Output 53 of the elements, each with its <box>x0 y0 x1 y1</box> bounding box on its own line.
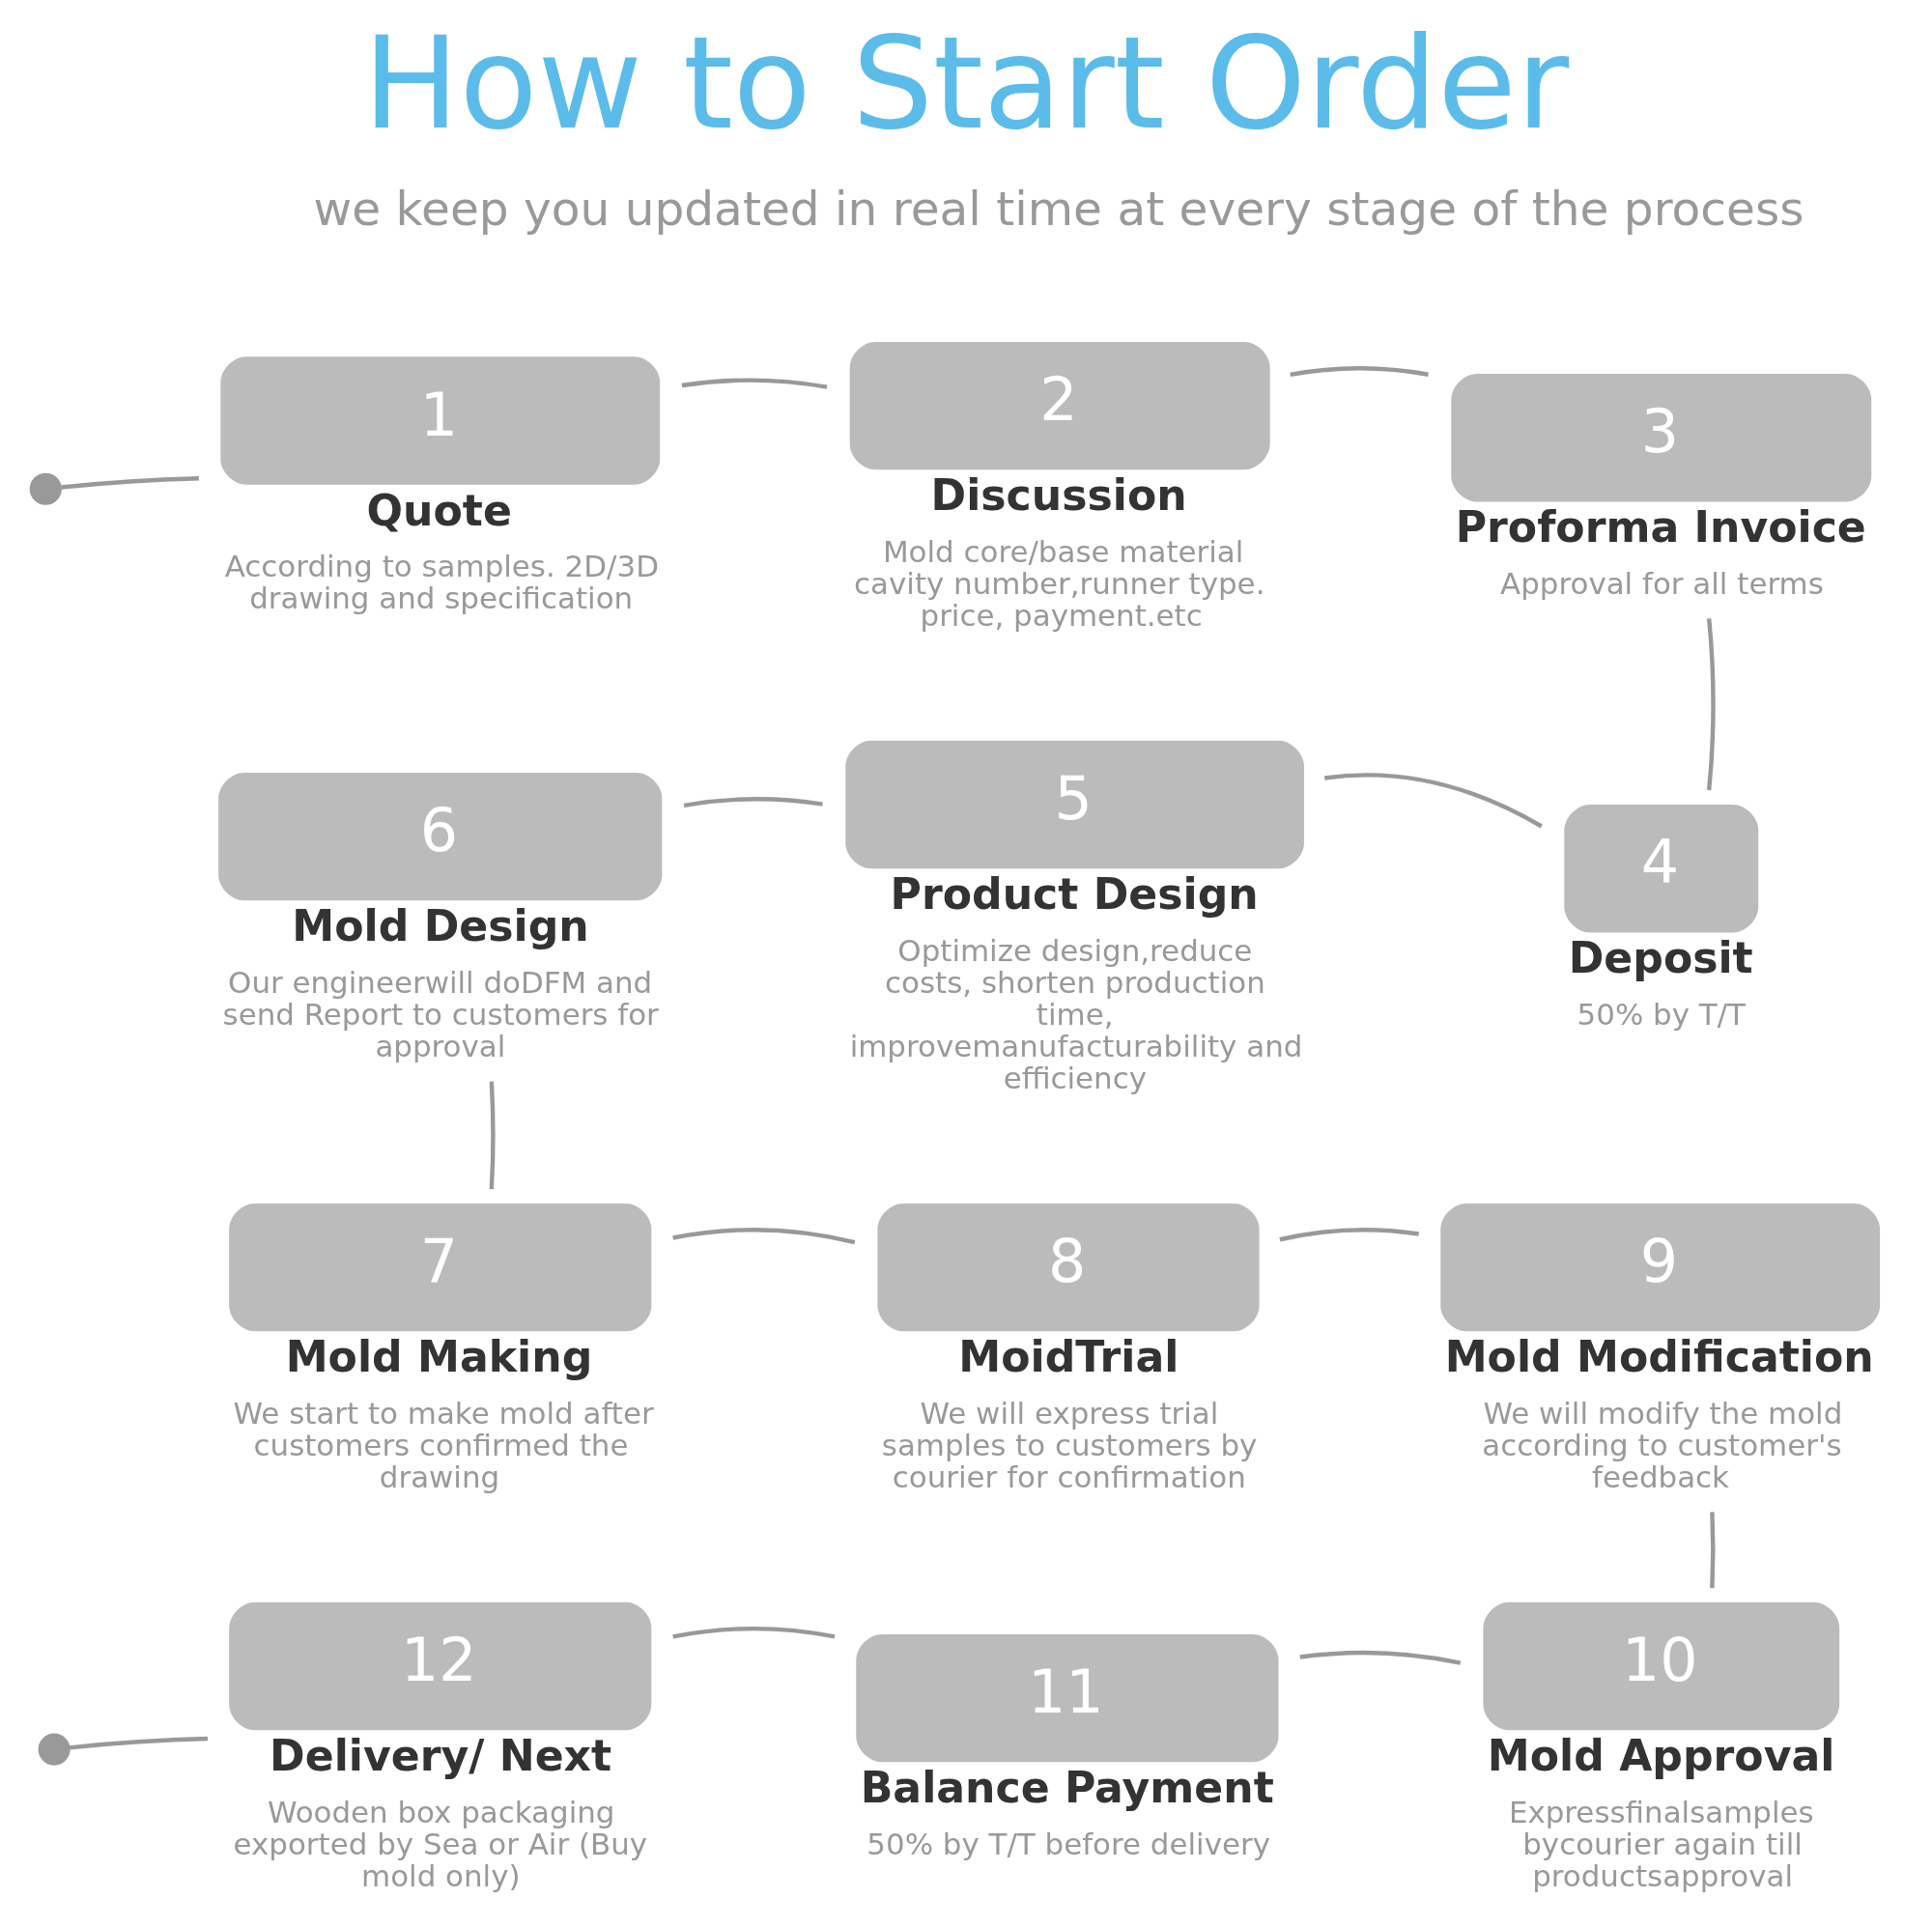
node-label: Delivery/ Next <box>270 1731 612 1781</box>
node-box: 12 <box>229 1601 652 1731</box>
connector <box>489 1081 496 1190</box>
node-box: 1 <box>220 356 661 485</box>
node-label: Deposit <box>1568 933 1753 983</box>
node-label: Mold Design <box>292 901 589 951</box>
connector <box>1710 1512 1716 1589</box>
node-label: Quote <box>366 485 512 535</box>
node-circle <box>38 1733 71 1766</box>
node-label: Our engineerwill doDFM and send Report to customers for approval <box>222 964 659 1063</box>
connector <box>1290 366 1429 378</box>
node-label: We will modify the mold according to customer's feedback <box>1482 1395 1843 1494</box>
node-box: 7 <box>229 1203 652 1332</box>
node-box: 5 <box>845 740 1304 869</box>
node-label: MoidTrial <box>958 1332 1179 1382</box>
node-label: Balance Payment <box>860 1763 1274 1813</box>
node-box: 4 <box>1564 805 1759 933</box>
node-box: 9 <box>1440 1203 1881 1332</box>
node-box: 8 <box>877 1203 1260 1332</box>
node-label: According to samples. 2D/3D drawing and specification <box>224 549 659 616</box>
connector <box>69 1736 209 1750</box>
connector <box>1706 618 1716 791</box>
node-circle <box>29 472 62 505</box>
node-label: Wooden box packaging exported by Sea or Air (Buy mold only) <box>233 1794 648 1893</box>
node-label: Mold core/base material cavity number,runner type. price, payment.etc <box>854 533 1265 633</box>
node-box: 3 <box>1451 374 1872 502</box>
connector <box>683 797 823 808</box>
node-box: 10 <box>1483 1601 1840 1731</box>
connector <box>61 476 199 490</box>
node-label: Mold Approval <box>1487 1731 1835 1781</box>
connector <box>1299 1650 1462 1665</box>
node-label: Expressfinalsamples bycourier again till productsapproval <box>1508 1794 1814 1893</box>
connector <box>672 1626 836 1639</box>
node-box: 2 <box>849 341 1270 470</box>
node-box: 6 <box>218 772 663 901</box>
connector <box>681 378 828 389</box>
node-label: Product Design <box>890 869 1259 920</box>
label: we keep you updated in real time at every stage of the process <box>313 181 1804 236</box>
node-label: Proforma Invoice <box>1455 502 1866 553</box>
connector <box>1323 773 1543 829</box>
node-box: 11 <box>856 1633 1279 1763</box>
connector <box>672 1228 856 1245</box>
node-label: 50% by T/T <box>1577 996 1746 1032</box>
node-label: Optimize design,reduce costs, shorten production time, improvemanufacturability and efficiency <box>849 932 1303 1096</box>
node-label: Discussion <box>930 470 1187 521</box>
node-label: 50% by T/T before delivery <box>867 1826 1270 1861</box>
node-label: Approval for all terms <box>1500 565 1824 601</box>
diagram-title: How to Start Order <box>362 9 1570 157</box>
connector <box>1279 1228 1419 1242</box>
node-label: Mold Modification <box>1444 1332 1874 1382</box>
node-label: We will express trial samples to customers by courier for confirmation <box>881 1395 1258 1494</box>
node-label: Mold Making <box>285 1332 593 1382</box>
node-label: We start to make mold after customers confirmed the drawing <box>233 1395 654 1494</box>
